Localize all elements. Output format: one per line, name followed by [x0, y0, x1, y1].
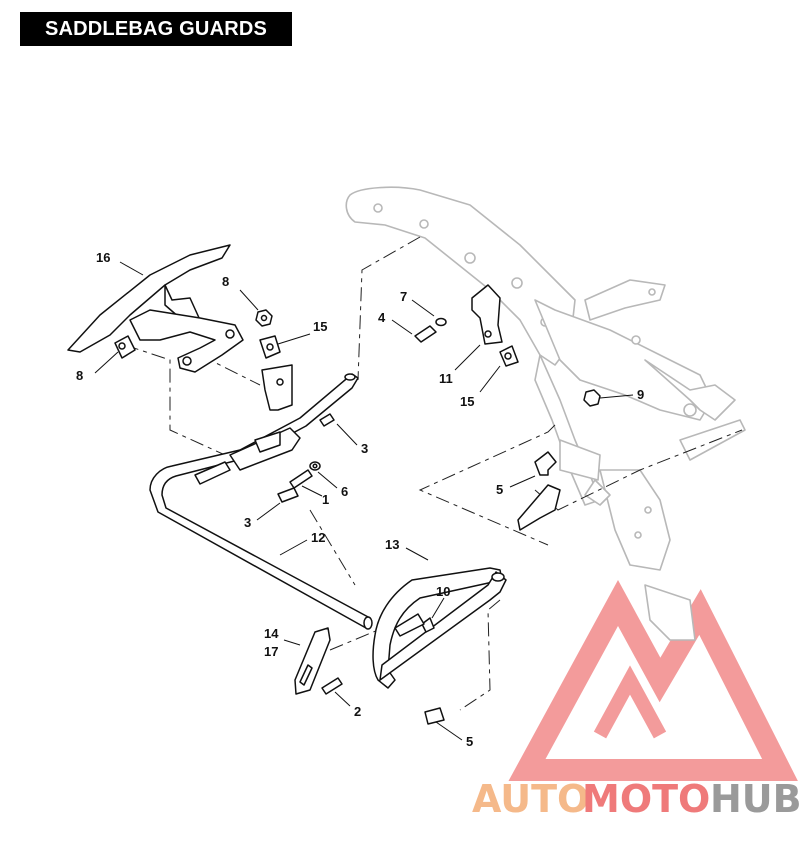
top-cover-part: [67, 244, 231, 353]
callout-16: 16: [96, 250, 110, 265]
bolt-2: [321, 677, 343, 695]
bolt-4: [414, 325, 437, 343]
parts: [67, 244, 601, 725]
callout-17: 17: [264, 644, 278, 659]
left-guard-rail: [149, 373, 371, 629]
mounting-plate: [129, 309, 244, 373]
right-mount-strut: [517, 484, 561, 531]
bolt-1: [289, 469, 313, 489]
watermark-text-auto: AUTO: [472, 777, 589, 821]
right-guard-rail: [372, 567, 503, 689]
bolt-3-upper: [319, 413, 335, 427]
rubber-pad: [294, 627, 331, 695]
callout-15-lower: 15: [460, 394, 474, 409]
watermark-logo: [508, 580, 798, 781]
callout-12: 12: [311, 530, 325, 545]
watermark-text-moto: MOTO: [582, 777, 710, 821]
washer-7: [435, 317, 447, 327]
bolt-5-upper: [534, 451, 557, 476]
diagram-title: SADDLEBAG GUARDS: [20, 12, 292, 46]
callout-3-upper: 3: [361, 441, 368, 456]
callout-2: 2: [354, 704, 361, 719]
hex-nut-9: [583, 389, 601, 407]
callout-4: 4: [378, 310, 386, 325]
bolt-5-lower: [424, 707, 445, 725]
callout-13: 13: [385, 537, 399, 552]
motorcycle-frame: [345, 186, 746, 641]
callout-10: 10: [436, 584, 450, 599]
callout-15-upper: 15: [313, 319, 327, 334]
vertical-bracket: [261, 364, 293, 411]
callout-11: 11: [439, 371, 453, 386]
right-mount-bracket: [471, 284, 503, 345]
callout-6: 6: [341, 484, 348, 499]
callout-5-lower: 5: [466, 734, 473, 749]
callout-9: 9: [637, 387, 644, 402]
callout-3-lower: 3: [244, 515, 251, 530]
callout-14: 14: [264, 626, 279, 641]
callout-leaders: [94, 261, 634, 741]
callout-7: 7: [400, 289, 407, 304]
callout-labels: 16 8 8 15 3 6 1 3 12 13 10 14 17 2 5 5 7…: [76, 250, 644, 749]
callout-1: 1: [322, 492, 329, 507]
callout-8-left: 8: [76, 368, 83, 383]
callout-8-top: 8: [222, 274, 229, 289]
plug-10: [421, 617, 435, 633]
callout-5-upper: 5: [496, 482, 503, 497]
bolt-3-lower: [277, 487, 299, 503]
watermark-text-hub: HUB: [710, 777, 800, 821]
